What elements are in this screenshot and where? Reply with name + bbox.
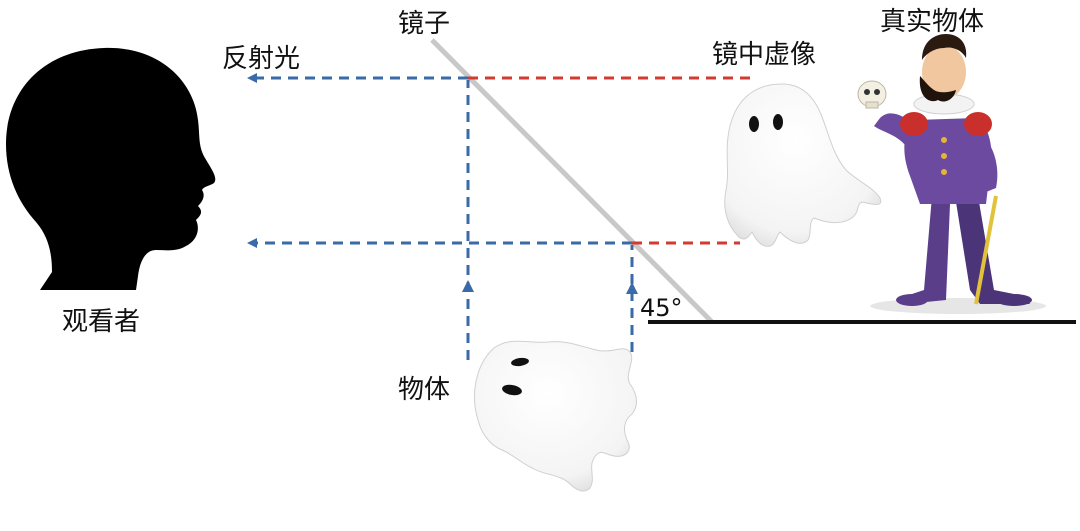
viewer-label: 观看者: [62, 307, 140, 337]
real-object-label: 真实物体: [880, 7, 984, 37]
mirror-line: [430, 38, 714, 324]
left-incident-arrowhead: [462, 280, 474, 292]
object-label: 物体: [398, 375, 450, 405]
right-incident-arrowhead: [626, 282, 638, 294]
head-silhouette-icon: [6, 47, 216, 291]
angle-label: 45°: [640, 294, 683, 322]
actor-with-skull-icon: [857, 34, 1046, 314]
virtual-image-label: 镜中虚像: [712, 40, 816, 70]
mirror-label: 镜子: [398, 9, 450, 39]
virtual-ghost-icon: [724, 83, 882, 247]
object-ghost-icon: [474, 340, 637, 492]
reflected-light-label: 反射光: [222, 44, 300, 74]
